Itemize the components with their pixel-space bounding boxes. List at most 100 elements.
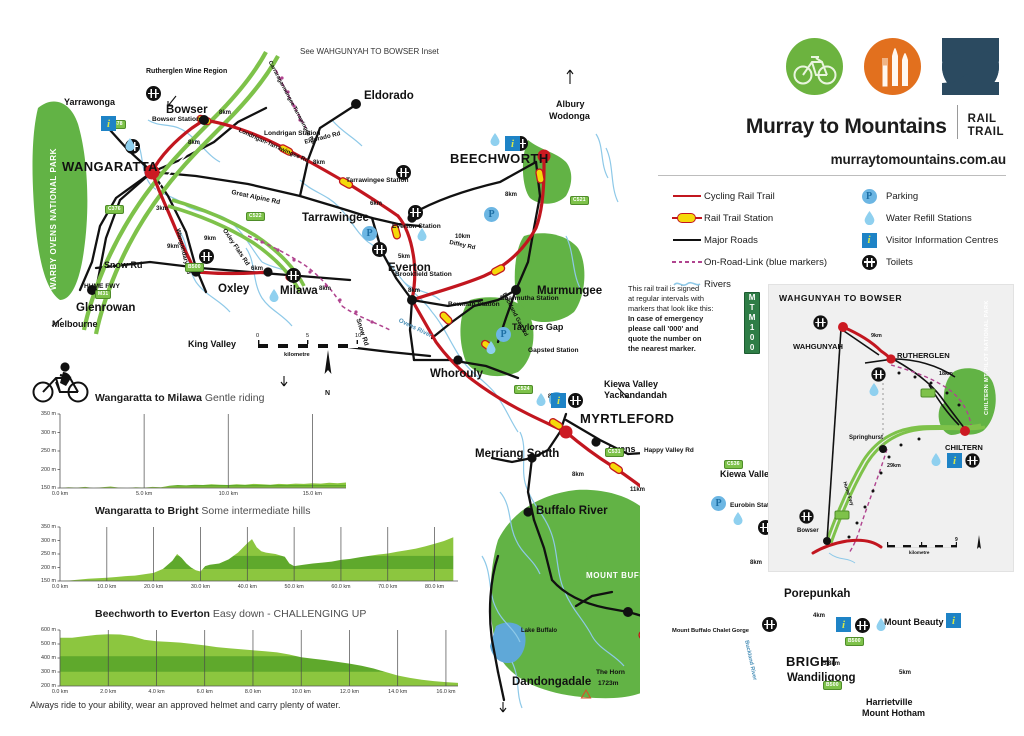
toilet-icon[interactable] xyxy=(813,315,828,330)
x-axis-tick-label: 6.0 km xyxy=(196,689,213,695)
road-label-hume-fwy: HUME FWY xyxy=(84,283,120,290)
road-label-snow-rd: Snow Rd xyxy=(104,260,143,270)
chart-axes xyxy=(59,414,346,489)
toilet-icon[interactable] xyxy=(372,242,387,257)
main-map[interactable]: See WAHGUNYAH TO BOWSER Inset WANGARATTA… xyxy=(0,0,961,736)
road-label-happy-valley-rd: Happy Valley Rd xyxy=(644,447,694,454)
place-label-eldorado: Eldorado xyxy=(364,90,414,102)
toilet-icon[interactable] xyxy=(408,205,423,220)
brand-subtitle: RAIL TRAIL xyxy=(968,113,1004,139)
station-label-brookfield: Brookfield Station xyxy=(395,271,452,278)
inset-place-bowser: Bowser xyxy=(797,528,819,534)
peak-label-the-horn: The Horn xyxy=(596,669,625,676)
legend-item-rivers: Rivers xyxy=(670,274,860,294)
parking-icon[interactable]: P xyxy=(496,327,511,342)
legend-label: Rail Trail Station xyxy=(704,212,774,224)
toilet-icon[interactable] xyxy=(568,393,583,408)
inset-place-springhurst: Springhurst xyxy=(849,435,883,441)
place-label-bright: BRIGHT xyxy=(786,654,839,669)
inset-distance-3: 29km xyxy=(887,463,901,469)
station-label-bowser: Bowser Station xyxy=(152,116,200,123)
inset-place-chiltern: CHILTERN xyxy=(945,443,983,452)
toilet-icon[interactable] xyxy=(396,165,411,180)
website-url[interactable]: murraytomountains.com.au xyxy=(830,152,1006,167)
toilet-icon[interactable] xyxy=(871,367,886,382)
water-drop-icon[interactable] xyxy=(876,618,886,631)
place-label-myrtleford: MYRTLEFORD xyxy=(580,411,675,426)
x-axis-tick-label: 8.0 km xyxy=(244,689,262,695)
x-axis-tick-label: 10.0 km xyxy=(218,491,238,497)
place-label-melbourne: Melbourne xyxy=(52,319,98,329)
toilet-icon[interactable] xyxy=(286,268,301,283)
parking-icon[interactable]: P xyxy=(484,207,499,222)
inset-map-wahgunyah-to-bowser[interactable]: WAHGUNYAH TO BOWSER xyxy=(768,284,1014,572)
y-axis-tick-label: 200 m xyxy=(41,683,56,689)
place-label-harrietville: Harrietville xyxy=(866,697,913,707)
distance-label-5: 9km xyxy=(204,236,217,242)
information-icon[interactable]: i xyxy=(836,617,851,632)
toilet-icon[interactable] xyxy=(762,617,777,632)
water-drop-icon[interactable] xyxy=(536,393,546,406)
brand-name: Murray to Mountains xyxy=(745,115,947,138)
road-label-buffalo-chalet: Mount Buffalo Chalet Gorge xyxy=(672,628,749,634)
water-drop-icon[interactable] xyxy=(417,228,427,241)
station-label-eurobin: Eurobin Station xyxy=(730,502,780,509)
chart-title-bold: Wangaratta to Milawa xyxy=(95,392,202,404)
place-label-mount-hotham: Mount Hotham xyxy=(862,708,925,718)
shield-m31: M31 xyxy=(95,290,112,300)
water-drop-icon[interactable] xyxy=(733,512,743,525)
water-drop-icon[interactable] xyxy=(490,133,500,146)
information-icon[interactable]: i xyxy=(551,393,566,408)
brand-logos xyxy=(660,38,1006,98)
parking-icon[interactable]: P xyxy=(711,496,726,511)
place-label-yackandandah: Yackandandah xyxy=(604,390,668,400)
y-axis-tick-label: 600 m xyxy=(41,627,56,633)
legend-label: Visitor Information Centres xyxy=(886,234,999,246)
x-axis-tick-label: 20.0 km xyxy=(144,584,164,590)
legend-item-rail-trail-station: Rail Trail Station xyxy=(670,208,860,228)
place-label-beechworth: BEECHWORTH xyxy=(450,151,549,166)
chart-title: Wangaratta to Bright Some intermediate h… xyxy=(95,505,311,517)
inset-reference-note: See WAHGUNYAH TO BOWSER Inset xyxy=(300,47,439,56)
water-drop-icon[interactable] xyxy=(931,453,941,466)
inset-scale-end: 9 xyxy=(955,537,958,543)
water-drop-icon[interactable] xyxy=(125,138,135,151)
water-drop-icon[interactable] xyxy=(486,341,496,354)
parking-icon[interactable]: P xyxy=(362,226,377,241)
information-icon[interactable]: i xyxy=(946,613,961,628)
chart-title-rest: Easy down - CHALLENGING UP xyxy=(212,608,367,620)
toilet-icon[interactable] xyxy=(799,509,814,524)
toilet-icon[interactable] xyxy=(146,86,161,101)
chart-title-bold: Beechworth to Everton xyxy=(95,608,210,620)
place-label-taylors-gap: Taylors Gap xyxy=(512,322,564,332)
station-label-tarrawingee: Tarrawingee Station xyxy=(346,177,409,184)
scale-end: 10 xyxy=(355,333,362,339)
information-icon[interactable]: i xyxy=(947,453,962,468)
sign-line-1: This rail trail is signed xyxy=(628,284,700,293)
place-label-yarrawonga: Yarrawonga xyxy=(64,97,116,107)
toilet-icon[interactable] xyxy=(855,618,870,633)
information-icon[interactable]: i xyxy=(505,136,520,151)
y-axis-tick-label: 500 m xyxy=(41,641,56,647)
shield-b500: B500 xyxy=(185,263,204,273)
elevation-area xyxy=(60,634,458,686)
information-icon[interactable]: i xyxy=(101,116,116,131)
legend-item-water-refill: Water Refill Stations xyxy=(852,208,1024,228)
water-drop-icon[interactable] xyxy=(869,383,879,396)
place-label-porepunkah: Porepunkah xyxy=(784,588,851,600)
x-axis-tick-label: 50.0 km xyxy=(284,584,304,590)
peak-elevation-the-horn: 1723m xyxy=(598,680,619,687)
shield-c531: C531 xyxy=(605,448,624,458)
elevation-chart-beechworth-everton: Beechworth to Everton Easy down - CHALLE… xyxy=(95,608,366,622)
toilet-icon[interactable] xyxy=(199,249,214,264)
distance-label-3: 8km xyxy=(313,160,326,166)
distance-label-1: 8km xyxy=(219,110,232,116)
place-label-wangaratta: WANGARATTA xyxy=(62,159,158,174)
station-label-everton: Everton Station xyxy=(392,223,441,230)
water-drop-icon[interactable] xyxy=(269,289,279,302)
cyclist-icon xyxy=(32,362,89,403)
elevation-area xyxy=(60,482,346,488)
distance-label-4: 3km xyxy=(156,206,169,212)
toilet-icon[interactable] xyxy=(965,453,980,468)
legend-label: Toilets xyxy=(886,256,913,268)
